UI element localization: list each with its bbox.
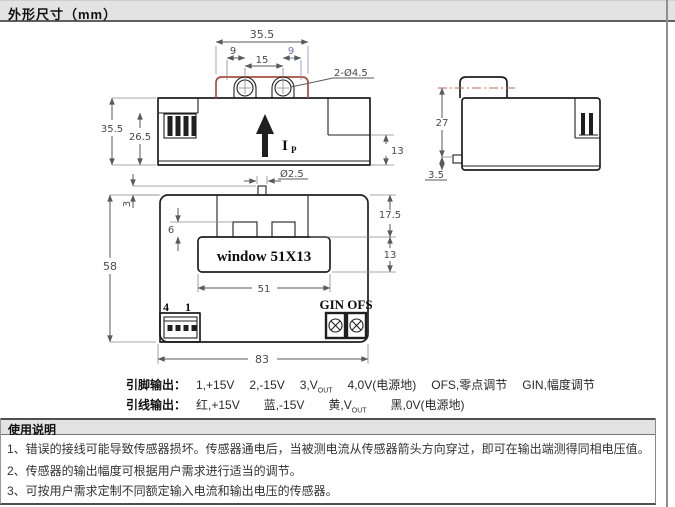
dim-holes-label: 2-Ø4.5: [334, 67, 368, 79]
pin-item: OFS,零点调节: [431, 378, 508, 392]
dim-top-offset: 3: [122, 201, 133, 207]
dim-side-height: 27: [436, 118, 449, 129]
connector-pin: [183, 325, 189, 331]
dim-front-upper: 17.5: [379, 210, 401, 221]
page-right-border: [666, 0, 668, 507]
dim-hole-pitch: 15: [256, 55, 269, 66]
ofs-pot: [345, 311, 368, 340]
dim-total-height: 35.5: [101, 124, 123, 135]
pin-item: GIN,幅度调节: [522, 378, 595, 392]
usage-note-2: 2、传感器的输出幅度可根据用户需求进行适当的调节。: [7, 464, 302, 478]
dim-bottom-band: 13: [391, 146, 404, 157]
dim-hole-left: 9: [230, 46, 236, 57]
outline-dimensions-header: 外形尺寸（mm）: [0, 0, 675, 22]
usage-note-1: 1、错误的接线可能导致传感器损坏。传感器通电后，当被测电流从传感器箭头方向穿过，…: [7, 442, 650, 456]
pin-item: 4,0V(电源地): [347, 378, 417, 392]
connector-pin: [175, 325, 181, 331]
usage-instructions-header: 使用说明: [1, 418, 655, 437]
dim-front-width: 83: [255, 353, 269, 366]
dimension-drawing: I P 35.5 9 15 9 2-Ø4.5 35.: [101, 28, 601, 366]
wire-item: 黄,VOUT: [328, 398, 367, 415]
usage-instructions-title: 使用说明: [8, 423, 57, 437]
dim-hole-right: 9: [288, 46, 294, 57]
wire-item: 黑,0V(电源地): [390, 398, 465, 412]
dim-peg-dia: Ø2.5: [280, 168, 304, 180]
pots-label: GIN OFS: [319, 297, 372, 312]
usage-notes: 1、错误的接线可能导致传感器损坏。传感器通电后，当被测电流从传感器箭头方向穿过，…: [1, 435, 655, 503]
dim-bump-offset: 6: [168, 225, 174, 236]
wire-item: 蓝,-15V: [263, 398, 305, 412]
grille-pin: [183, 116, 189, 136]
wire-item: 红,+15V: [196, 398, 240, 412]
outline-dimensions-title: 外形尺寸（mm）: [8, 7, 118, 22]
grille-pin: [191, 116, 197, 136]
dim-window-width: 51: [258, 284, 271, 295]
pin-output-label: 引脚输出：: [126, 378, 187, 392]
pin-item: 2,-15V: [249, 378, 285, 392]
window-label: window 51X13: [217, 249, 312, 265]
dim-top-width: 35.5: [250, 28, 275, 41]
usage-note-3: 3、可按用户需求定制不同额定输入电流和输出电压的传感器。: [7, 484, 338, 498]
current-direction-arrow: [256, 114, 274, 157]
current-label: I: [282, 138, 288, 154]
pin-1-label: 1: [185, 300, 191, 314]
pin-4-label: 4: [163, 300, 169, 314]
wire-output-row: 引线输出： 红,+15V 蓝,-15V 黄,VOUT 黑,0V(电源地): [126, 396, 480, 414]
side-pin: [589, 113, 593, 135]
dim-side-foot: 3.5: [428, 170, 444, 181]
dim-front-height: 58: [103, 260, 117, 273]
grille-pin: [167, 116, 173, 136]
pin-output-row: 引脚输出： 1,+15V 2,-15V 3,VOUT 4,0V(电源地) OFS,零点调节…: [126, 376, 610, 394]
pin-item: 3,VOUT: [299, 378, 333, 395]
side-pin: [581, 113, 585, 135]
connector-pin: [167, 325, 173, 331]
wire-output-label: 引线输出：: [126, 398, 187, 412]
current-label-sub: P: [291, 145, 297, 155]
gin-pot: [324, 311, 347, 340]
side-view-drawing: 27 3.5: [425, 76, 601, 181]
top-view-drawing: I P 35.5 9 15 9 2-Ø4.5 35.: [101, 28, 404, 166]
dim-body-height: 26.5: [129, 132, 151, 143]
connector-pin: [191, 325, 197, 331]
dim-window-height: 13: [384, 250, 397, 261]
usage-instructions-section: 使用说明 1、错误的接线可能导致传感器损坏。传感器通电后，当被测电流从传感器箭头…: [0, 418, 656, 505]
pin-item: 1,+15V: [196, 378, 235, 392]
front-view-drawing: window 51X13 Ø2.5 3 6 58: [103, 168, 401, 366]
grille-pin: [175, 116, 181, 136]
